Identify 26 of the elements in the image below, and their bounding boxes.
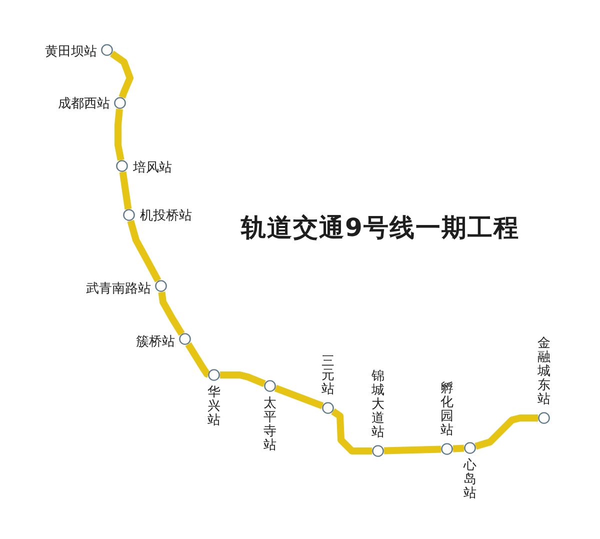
- line-segment: [127, 220, 162, 282]
- station-name: 锦城大道站: [372, 370, 384, 440]
- station-name: 心岛站: [464, 459, 476, 501]
- station-name: 武青南路站: [86, 282, 151, 296]
- station-name: 三元站: [322, 355, 334, 397]
- station-name: 培风站: [133, 160, 172, 176]
- title: 轨道交通9号线一期工程: [241, 212, 520, 244]
- line-segment: [110, 50, 134, 99]
- line-segment: [114, 108, 124, 161]
- line-segment: [185, 342, 210, 378]
- station-name: 金融城东站: [538, 337, 550, 407]
- line-segment: [274, 384, 324, 410]
- line-segment: [474, 414, 538, 450]
- line-segment: [158, 292, 185, 336]
- line-segment: [220, 372, 266, 387]
- station-name: 簇桥站: [136, 334, 175, 350]
- line-segment: [384, 446, 442, 454]
- station-name: 成都西站: [58, 96, 110, 112]
- station-name: 黄田坝站: [45, 44, 97, 60]
- line-segment: [331, 408, 372, 454]
- station-name: 机投桥站: [140, 208, 192, 224]
- station-name: 华兴站: [208, 386, 220, 428]
- station-name: 太平寺站: [264, 397, 276, 453]
- station-name: 孵化园站: [440, 382, 454, 438]
- line-segment: [452, 444, 464, 452]
- line-segment: [119, 171, 132, 210]
